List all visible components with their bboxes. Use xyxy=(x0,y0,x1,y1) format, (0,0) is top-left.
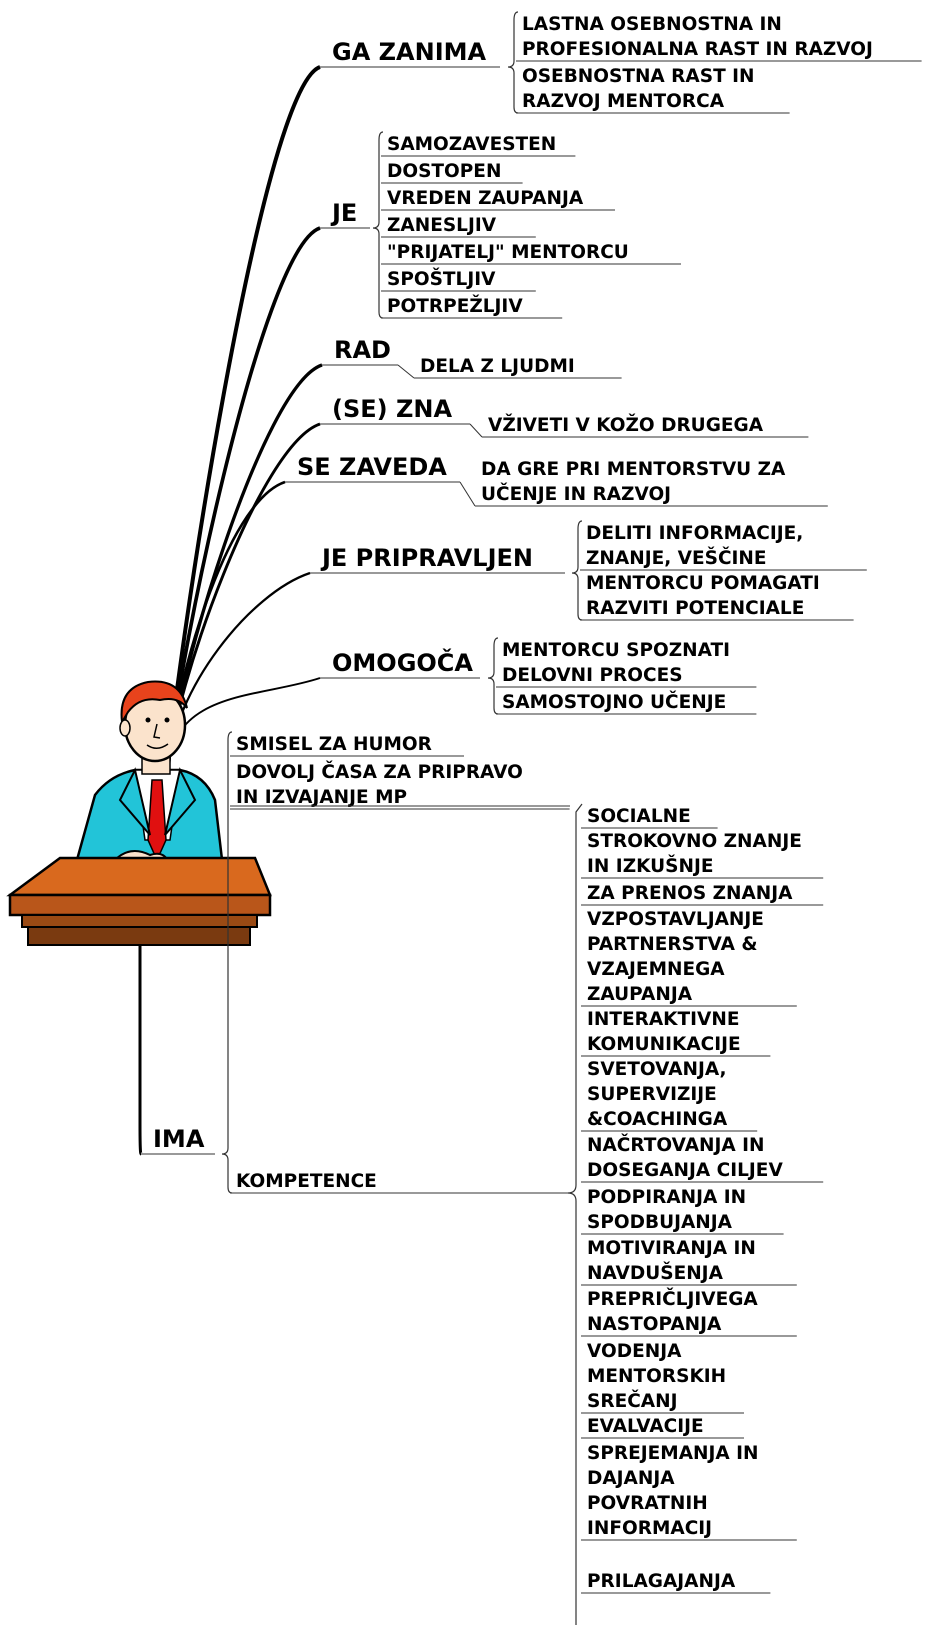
leaf-label: LASTNA OSEBNOSTNA IN xyxy=(522,14,782,35)
kompetenca-label: PARTNERSTVA & xyxy=(587,934,757,955)
kompetenca-label: MOTIVIRANJA IN xyxy=(587,1238,756,1259)
branch-ga-zanima: GA ZANIMA xyxy=(332,38,487,66)
leaf-label: RAZVITI POTENCIALE xyxy=(586,598,804,619)
kompetenca-label: NASTOPANJA xyxy=(587,1314,722,1335)
kompetenca-label: PODPIRANJA IN xyxy=(587,1187,746,1208)
leaf-label: UČENJE IN RAZVOJ xyxy=(481,483,671,505)
leaf-label: SAMOZAVESTEN xyxy=(387,134,556,155)
kompetenca-label: IN IZKUŠNJE xyxy=(587,855,713,877)
leaf-label: PROFESIONALNA RAST IN RAZVOJ xyxy=(522,39,873,60)
leaf-label: SMISEL ZA HUMOR xyxy=(236,734,432,755)
kompetenca-label: SUPERVIZIJE xyxy=(587,1084,717,1105)
branch-je-pripravljen: JE PRIPRAVLJEN xyxy=(320,544,533,572)
kompetenca-label: &COACHINGA xyxy=(587,1109,728,1130)
mentor-at-desk-icon xyxy=(10,682,270,945)
kompetenca-label: NAČRTOVANJA IN xyxy=(587,1134,765,1156)
kompetenca-label: NAVDUŠENJA xyxy=(587,1262,724,1284)
leaf-label: OSEBNOSTNA RAST IN xyxy=(522,66,755,87)
kompetenca-label: VZAJEMNEGA xyxy=(587,959,725,980)
kompetenca-label: DOSEGANJA CILJEV xyxy=(587,1160,783,1181)
kompetenca-label: KOMUNIKACIJE xyxy=(587,1034,741,1055)
leaf-label: "PRIJATELJ" MENTORCU xyxy=(387,242,629,263)
leaf-label: DELITI INFORMACIJE, xyxy=(586,523,803,544)
branch-je: JE xyxy=(330,199,357,227)
leaf-label: VREDEN ZAUPANJA xyxy=(387,188,584,209)
leaf-label: POTRPEŽLJIV xyxy=(387,295,523,317)
leaf-label: DOVOLJ ČASA ZA PRIPRAVO xyxy=(236,761,523,783)
leaf-label: ZANESLJIV xyxy=(387,215,497,236)
leaf-label: ZNANJE, VEŠČINE xyxy=(586,547,767,569)
leaf-label: IN IZVAJANJE MP xyxy=(236,787,407,808)
kompetenca-label: EVALVACIJE xyxy=(587,1416,704,1437)
kompetenca-label: SPREJEMANJA IN xyxy=(587,1443,759,1464)
leaf-label: SPOŠTLJIV xyxy=(387,268,496,290)
branch-ima: IMA xyxy=(153,1125,205,1153)
kompetenca-label: ZA PRENOS ZNANJA xyxy=(587,883,793,904)
connector-lines xyxy=(140,67,322,1154)
kompetenca-label: SOCIALNE xyxy=(587,806,691,827)
leaf-label: KOMPETENCE xyxy=(236,1171,377,1192)
branch-se-zaveda: SE ZAVEDA xyxy=(297,453,447,481)
leaf-label: DELA Z LJUDMI xyxy=(420,356,575,377)
trunk-line xyxy=(168,228,320,770)
trunk-line xyxy=(140,935,141,1154)
leaf-labels: LASTNA OSEBNOSTNA IN PROFESIONALNA RAST I… xyxy=(222,12,922,1625)
leaf-label: MENTORCU SPOZNATI xyxy=(502,640,730,661)
kompetenca-label: SREČANJ xyxy=(587,1390,677,1412)
kompetenca-label: DAJANJA xyxy=(587,1468,675,1489)
branch-rad: RAD xyxy=(334,336,391,364)
kompetenca-label: INFORMACIJ xyxy=(587,1518,712,1539)
kompetenca-label: SVETOVANJA, xyxy=(587,1059,727,1080)
kompetenca-label: VODENJA xyxy=(587,1341,682,1362)
kompetenca-label: VZPOSTAVLJANJE xyxy=(587,909,764,930)
trunk-line xyxy=(168,365,322,770)
leaf-label: DELOVNI PROCES xyxy=(502,665,683,686)
kompetenca-label: STROKOVNO ZNANJE xyxy=(587,831,802,852)
kompetenca-label: POVRATNIH xyxy=(587,1493,708,1514)
kompetenca-label: MENTORSKIH xyxy=(587,1366,726,1387)
leaf-label: SAMOSTOJNO UČENJE xyxy=(502,691,726,713)
branch-omogoca: OMOGOČA xyxy=(332,647,473,677)
leaf-label: MENTORCU POMAGATI xyxy=(586,573,820,594)
kompetenca-label: SPODBUJANJA xyxy=(587,1212,733,1233)
leaf-label: RAZVOJ MENTORCA xyxy=(522,91,725,112)
kompetenca-label: INTERAKTIVNE xyxy=(587,1009,739,1030)
leaf-label: VŽIVETI V KOŽO DRUGEGA xyxy=(488,414,764,436)
branch-se-zna: (SE) ZNA xyxy=(332,395,452,423)
kompetenca-label: ZAUPANJA xyxy=(587,984,693,1005)
kompetenca-label: PREPRIČLJIVEGA xyxy=(587,1288,758,1310)
leaf-label: DOSTOPEN xyxy=(387,161,501,182)
leaf-label: DA GRE PRI MENTORSTVU ZA xyxy=(481,459,786,480)
kompetenca-label: PRILAGAJANJA xyxy=(587,1571,736,1592)
